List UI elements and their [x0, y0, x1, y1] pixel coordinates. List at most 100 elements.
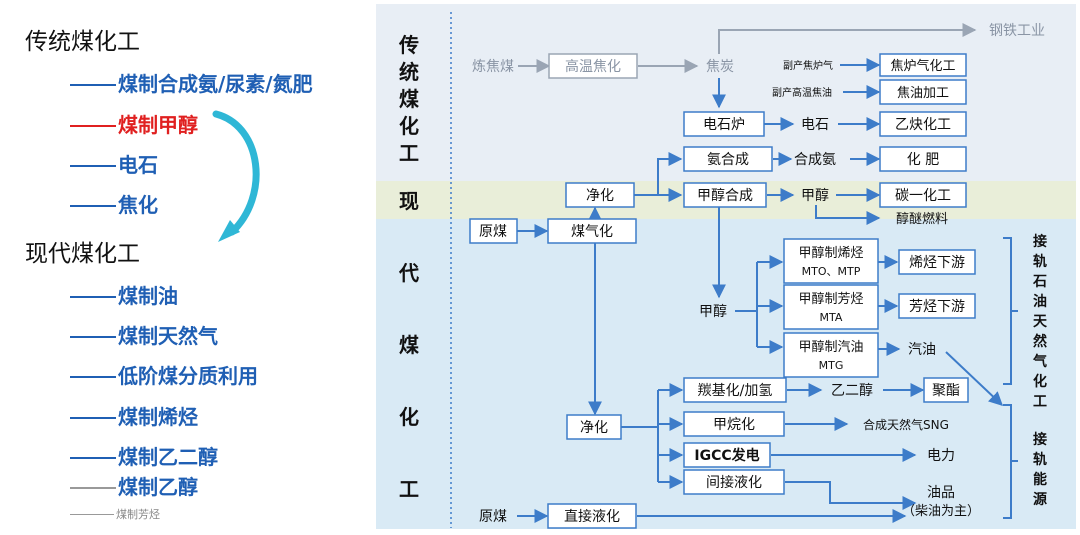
node-box — [923, 377, 969, 403]
list-item: 焦化 — [70, 189, 158, 218]
list-item: 煤制油 — [70, 280, 178, 309]
node-box — [879, 53, 967, 77]
side-label: 天 — [1033, 314, 1048, 330]
dash-line — [70, 204, 116, 207]
node-label: 原煤 — [479, 224, 507, 240]
node-label: 碳一化工 — [895, 188, 951, 204]
node-box — [783, 284, 879, 330]
node-label: 羰基化/加氢 — [698, 382, 773, 399]
dash-line — [70, 164, 116, 167]
node-label: 煤气化 — [571, 224, 613, 240]
node-label: MTA — [820, 311, 843, 324]
node-box — [565, 182, 635, 208]
node-box — [783, 238, 879, 284]
section-label: 煤 — [399, 87, 419, 111]
section-label: 代 — [398, 261, 419, 285]
node-box — [683, 182, 767, 208]
arrow — [945, 351, 1004, 406]
node-label: IGCC发电 — [694, 447, 759, 464]
node-label: （柴油为主） — [902, 504, 980, 519]
dash-line — [70, 335, 116, 338]
node-box — [683, 111, 765, 137]
list-item: 煤制天然气 — [70, 320, 218, 349]
node-box — [683, 469, 785, 495]
node-box — [879, 146, 967, 172]
side-label: 接 — [1033, 431, 1047, 448]
section-label: 化 — [399, 405, 419, 429]
dash-line — [70, 416, 116, 419]
node-box — [783, 332, 879, 378]
dash-line — [70, 375, 116, 378]
node-label: 原煤 — [479, 509, 507, 525]
node-label: 间接液化 — [706, 474, 762, 491]
side-label: 然 — [1033, 333, 1047, 350]
node-box — [898, 249, 976, 275]
node-label: 副产焦炉气 — [783, 59, 833, 72]
section-label: 统 — [399, 60, 419, 84]
bracket — [1003, 404, 1018, 519]
node-box — [547, 503, 637, 529]
node-box — [548, 53, 638, 79]
node-label: 高温焦化 — [565, 58, 621, 75]
node-label: 甲醇 — [801, 187, 829, 204]
node-label: 净化 — [586, 188, 614, 204]
node-label: MTG — [819, 359, 844, 372]
node-box — [683, 377, 787, 403]
node-box — [547, 218, 637, 244]
arrow — [718, 23, 977, 54]
node-label: 焦炭 — [706, 59, 734, 75]
section-label: 工 — [399, 141, 419, 165]
list-item: 煤制芳烃 — [70, 506, 160, 522]
node-label: 甲烷化 — [713, 417, 755, 433]
node-label: 甲醇合成 — [697, 187, 753, 204]
node-label: 芳烃下游 — [909, 298, 965, 315]
list-item: 煤制烯烃 — [70, 401, 198, 430]
list-item: 煤制甲醇 — [70, 109, 198, 138]
arrow — [815, 205, 881, 225]
section-label: 工 — [399, 477, 419, 501]
node-box — [683, 442, 771, 468]
node-box — [469, 218, 518, 244]
node-label: 焦炉气化工 — [890, 58, 955, 74]
node-label: 醇醚燃料 — [896, 211, 948, 227]
section-label: 传 — [398, 33, 419, 57]
dash-line — [70, 486, 116, 489]
node-box — [566, 414, 622, 440]
side-label: 油 — [1033, 293, 1047, 310]
node-box — [683, 146, 773, 172]
node-box — [683, 411, 785, 437]
node-label: 化 肥 — [907, 152, 939, 168]
list-item: 低阶煤分质利用 — [70, 360, 258, 389]
list-item: 煤制乙二醇 — [70, 441, 218, 470]
side-label: 化 — [1033, 373, 1047, 390]
node-label: 乙炔化工 — [895, 117, 951, 133]
side-label: 接 — [1033, 233, 1047, 250]
section-label: 现 — [399, 189, 419, 213]
heading-traditional: 传统煤化工 — [25, 29, 140, 55]
dash-line — [70, 456, 116, 459]
node-label: 合成氨 — [794, 152, 836, 168]
list-item: 煤制合成氨/尿素/氮肥 — [70, 68, 313, 97]
node-label: 净化 — [580, 420, 608, 436]
node-label: 电石炉 — [703, 117, 745, 133]
node-label: 乙二醇 — [831, 382, 873, 399]
dash-line — [70, 513, 114, 515]
node-label: 直接液化 — [564, 508, 620, 525]
node-label: 电力 — [927, 448, 955, 464]
side-label: 轨 — [1033, 451, 1047, 468]
node-label: 炼焦煤 — [472, 59, 514, 75]
node-label: 汽油 — [908, 342, 936, 358]
arrow — [657, 152, 683, 195]
side-label: 工 — [1033, 394, 1047, 410]
node-label: 电石 — [801, 117, 829, 133]
side-label: 轨 — [1033, 253, 1047, 270]
node-box — [898, 293, 976, 319]
node-box — [879, 182, 967, 208]
bracket — [1003, 237, 1018, 385]
list-item: 煤制乙醇 — [70, 471, 198, 500]
arrow — [785, 481, 917, 510]
dash-line — [70, 124, 116, 127]
node-label: MTO、MTP — [802, 265, 861, 278]
node-label: 合成天然气SNG — [863, 417, 949, 432]
